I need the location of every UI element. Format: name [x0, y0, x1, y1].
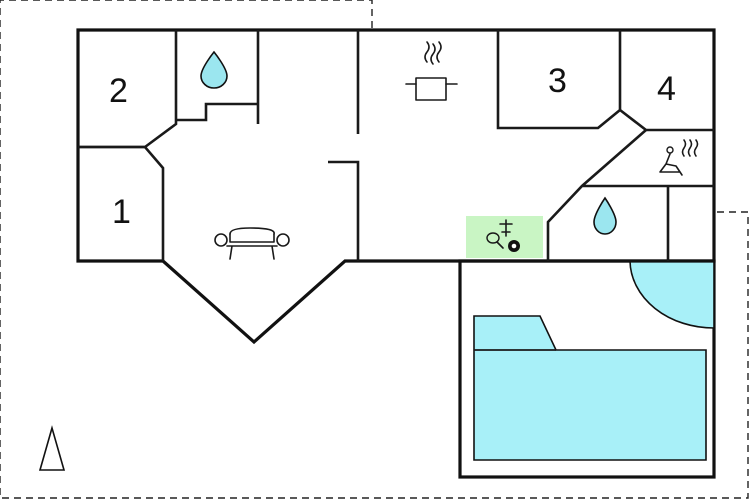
- bathroom-1-wall: [176, 30, 260, 124]
- bedroom-1-label: 1: [112, 193, 131, 231]
- bedroom-4-wall: [619, 108, 714, 132]
- cooking-pot-icon: [405, 41, 458, 101]
- bedroom-2-label: 2: [109, 72, 128, 110]
- north-arrow-icon: [38, 425, 66, 471]
- bedroom-1-wall: [78, 145, 165, 261]
- water-drop-icon: [593, 196, 617, 235]
- kitchen-partition: [328, 30, 360, 261]
- table-games-icon: [466, 216, 543, 258]
- pool: [473, 315, 707, 461]
- hot-tub: [629, 260, 715, 329]
- sauna-icon: [659, 139, 699, 176]
- bedroom-3-label: 3: [548, 62, 567, 100]
- sofa-icon: [214, 227, 290, 260]
- water-drop-icon: [200, 50, 228, 89]
- sauna-wall: [546, 129, 714, 261]
- bedroom-4-label: 4: [657, 70, 676, 108]
- bedroom-3-wall: [496, 30, 622, 130]
- house-outer-wall: [76, 28, 716, 345]
